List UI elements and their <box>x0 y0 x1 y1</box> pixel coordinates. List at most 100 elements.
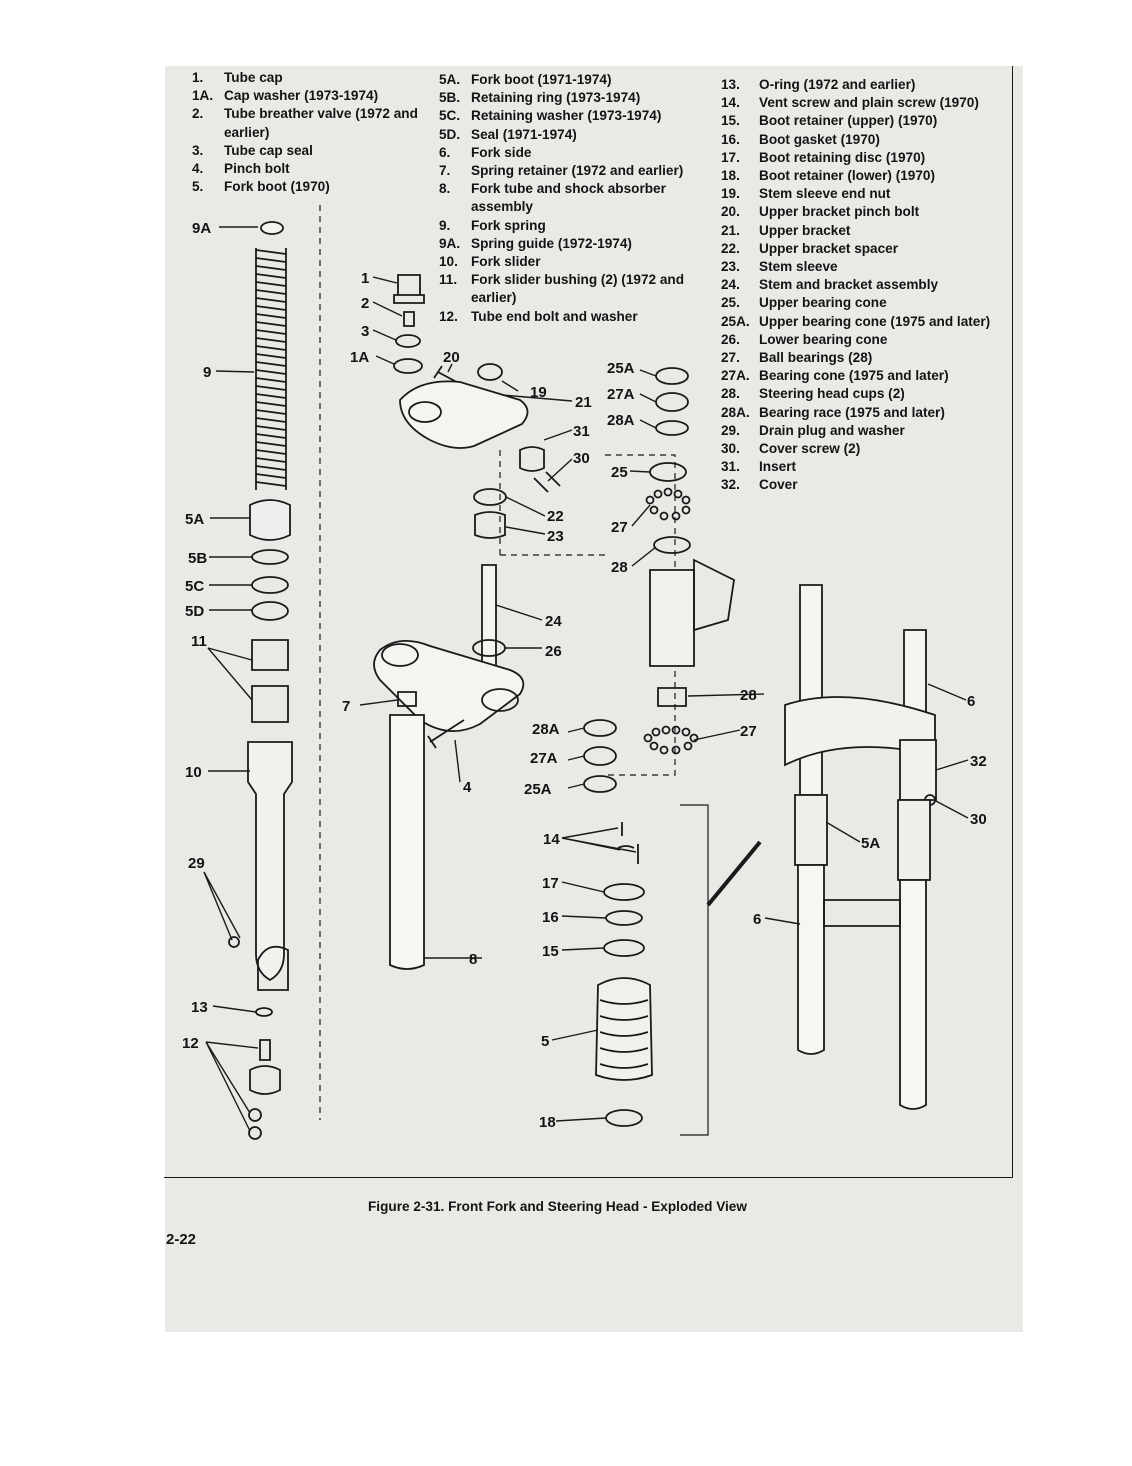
callout-label: 20 <box>443 349 460 366</box>
callout-label: 30 <box>970 811 987 828</box>
legend-item: 12.Tube end bolt and washer <box>439 308 638 324</box>
figure-caption: Figure 2-31. Front Fork and Steering Hea… <box>368 1199 747 1214</box>
callout-label: 4 <box>463 779 472 796</box>
pointer-arrow <box>706 840 762 907</box>
callout-label: 13 <box>191 999 208 1016</box>
callout-label: 25 <box>611 464 628 481</box>
tube-cap-seal-part <box>395 334 421 348</box>
stem-bracket-hole <box>381 643 419 667</box>
legend-item: 26.Lower bearing cone <box>721 331 888 347</box>
slider-bushing-part <box>251 639 289 723</box>
callout-label: 17 <box>542 875 559 892</box>
legend-item: 30.Cover screw (2) <box>721 441 861 457</box>
callout-label: 28 <box>740 687 757 704</box>
callout-label: 5C <box>185 578 204 595</box>
boot-gasket-part <box>605 910 643 926</box>
callout-label: 29 <box>188 855 205 872</box>
legend-item: 1.Tube cap <box>192 70 283 85</box>
legend-item: 32.Cover <box>721 477 798 493</box>
callout-label: 6 <box>967 693 975 710</box>
fork-spring-part <box>255 248 287 490</box>
callout-label: 11 <box>191 633 207 650</box>
legend-item: 14.Vent screw and plain screw (1970) <box>721 95 979 111</box>
callout-label: 27 <box>740 723 757 740</box>
legend-item: 20.Upper bracket pinch bolt <box>721 204 920 220</box>
legend-item: 29.Drain plug and washer <box>721 422 905 438</box>
callout-label: 24 <box>545 613 562 630</box>
end-bolt-part <box>249 1039 281 1095</box>
steering-cup-lower <box>657 687 687 707</box>
legend-item: 28A.Bearing race (1975 and later) <box>721 404 945 420</box>
assembled-fork-boot-left <box>794 794 828 866</box>
legend-item: 16.Boot gasket (1970) <box>721 131 880 147</box>
frame-head-part <box>649 569 695 667</box>
legend-item: 5A.Fork boot (1971-1974) <box>439 72 612 87</box>
callout-label: 9 <box>203 364 211 381</box>
callout-label: 7 <box>342 698 350 715</box>
legend-item: 21.Upper bracket <box>721 222 851 238</box>
callout-label: 9A <box>192 220 211 237</box>
spring-retainer-part <box>397 691 417 707</box>
legend-item: 9.Fork spring <box>439 217 546 233</box>
callout-label: 2 <box>361 295 369 312</box>
bearing-race-28A-b <box>655 420 689 436</box>
callout-label: 12 <box>182 1035 199 1052</box>
legend-item: 4.Pinch bolt <box>192 161 290 177</box>
ball-bearings-lower <box>643 725 699 755</box>
legend-item: 13.O-ring (1972 and earlier) <box>721 77 916 92</box>
page-number: 2-22 <box>166 1231 197 1248</box>
washer-part <box>248 1126 262 1140</box>
callout-label: 25A <box>524 781 552 798</box>
legend-item: 15.Boot retainer (upper) (1970) <box>721 113 938 129</box>
axle-clamp-part <box>257 945 289 991</box>
legend-item: 25A.Upper bearing cone (1975 and later) <box>721 313 991 329</box>
spring-guide-part <box>260 221 284 235</box>
fork-boot-5A-part <box>249 499 291 541</box>
fork-tube-part <box>389 714 425 970</box>
legend-item: 9A.Spring guide (1972-1974) <box>439 235 632 251</box>
spacer-part <box>473 488 507 506</box>
callout-label: 5A <box>861 835 880 852</box>
figure-frame <box>164 66 1013 1178</box>
legend-item: 31.Insert <box>721 459 797 475</box>
legend-item: 23.Stem sleeve <box>721 259 838 275</box>
callout-label: 1A <box>350 349 369 366</box>
stem-part <box>481 564 497 676</box>
legend-item: 27.Ball bearings (28) <box>721 350 873 366</box>
legend-item: 11.Fork slider bushing (2) (1972 and ear… <box>439 272 685 306</box>
cap-washer-part <box>393 358 423 374</box>
callout-label: 22 <box>547 508 564 525</box>
assembled-fender-mount <box>823 899 901 927</box>
steering-bracket-dashed <box>605 454 676 776</box>
legend-item: 28.Steering head cups (2) <box>721 386 905 402</box>
boot-group-bracket <box>680 804 709 1136</box>
callout-label: 30 <box>573 450 590 467</box>
callout-label: 1 <box>361 270 369 287</box>
callout-labels: 9A 9 5A 5B 5C 5D 11 10 29 13 12 1 2 3 1A… <box>182 220 987 1131</box>
callout-label: 28 <box>611 559 628 576</box>
tube-cap-part <box>393 274 425 304</box>
parts-legend-column-1: 1.Tube cap 1A.Cap washer (1973-1974) 2.T… <box>192 69 422 196</box>
upper-bearing-cone-25A-b <box>655 367 689 385</box>
callout-label: 19 <box>530 384 547 401</box>
callout-label: 21 <box>575 394 592 411</box>
parts-legend-column-2: 5A.Fork boot (1971-1974) 5B.Retaining ri… <box>439 71 699 326</box>
assembled-fork-boot-right <box>897 799 931 881</box>
callout-label: 27 <box>611 519 628 536</box>
seal-part <box>251 601 289 621</box>
stem-end-nut-part <box>477 363 503 381</box>
drain-plug-part <box>228 936 240 948</box>
washer-part <box>248 1108 262 1122</box>
legend-item: 6.Fork side <box>439 144 532 160</box>
callout-label: 5B <box>188 550 207 567</box>
ball-bearings-upper <box>645 487 691 521</box>
legend-item: 1A.Cap washer (1973-1974) <box>192 88 379 104</box>
callout-label: 15 <box>542 943 559 960</box>
upper-bracket-part <box>399 380 529 449</box>
fork-slider-part <box>247 741 293 982</box>
boot-retainer-lower-part <box>605 1109 643 1127</box>
assembled-fork-cover <box>899 739 937 801</box>
assembled-slider-right <box>899 879 927 1110</box>
callout-label: 26 <box>545 643 562 660</box>
callout-label: 5A <box>185 511 204 528</box>
